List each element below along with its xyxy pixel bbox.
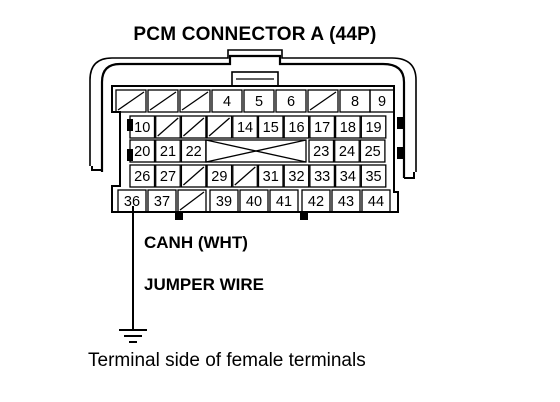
svg-text:35: 35 — [365, 169, 381, 185]
terminal-26: 26 — [129, 164, 156, 188]
empty-cavity — [180, 164, 207, 188]
svg-text:20: 20 — [134, 144, 150, 160]
terminal-25: 25 — [359, 139, 386, 163]
terminal-18: 18 — [334, 115, 361, 139]
svg-text:25: 25 — [365, 144, 381, 160]
svg-text:31: 31 — [263, 169, 279, 185]
blocked-cavity-area — [205, 139, 307, 163]
svg-text:26: 26 — [134, 169, 150, 185]
svg-text:6: 6 — [287, 94, 295, 110]
svg-text:29: 29 — [211, 169, 227, 185]
svg-text:15: 15 — [263, 120, 279, 136]
terminal-44: 44 — [361, 189, 391, 213]
svg-text:37: 37 — [154, 194, 170, 210]
terminal-21: 21 — [155, 139, 181, 163]
svg-text:9: 9 — [378, 94, 386, 110]
jumper-wire — [119, 206, 147, 343]
empty-cavity — [206, 115, 233, 139]
terminal-4: 4 — [211, 89, 243, 113]
empty-cavity — [177, 189, 207, 213]
empty-cavity — [147, 89, 179, 113]
svg-text:16: 16 — [288, 120, 304, 136]
svg-text:18: 18 — [340, 120, 356, 136]
terminal-23: 23 — [308, 139, 335, 163]
svg-text:10: 10 — [134, 120, 150, 136]
terminal-34: 34 — [334, 164, 361, 188]
svg-text:5: 5 — [255, 94, 263, 110]
terminal-16: 16 — [283, 115, 310, 139]
terminal-grid: 4 5 6 8 9 10 14 15 16 17 18 19 20 21 22 23 24 25 26 27 29 31 3… — [115, 89, 395, 213]
svg-text:44: 44 — [368, 194, 384, 210]
terminal-24: 24 — [334, 139, 360, 163]
svg-text:22: 22 — [186, 144, 202, 160]
terminal-20: 20 — [129, 139, 156, 163]
svg-text:33: 33 — [314, 169, 330, 185]
empty-cavity — [232, 164, 258, 188]
svg-text:4: 4 — [223, 94, 231, 110]
terminal-8: 8 — [339, 89, 371, 113]
terminal-9: 9 — [369, 89, 395, 113]
svg-text:32: 32 — [288, 169, 304, 185]
svg-text:36: 36 — [124, 194, 140, 210]
terminal-31: 31 — [257, 164, 284, 188]
terminal-37: 37 — [147, 189, 177, 213]
svg-text:24: 24 — [339, 144, 355, 160]
terminal-10: 10 — [129, 115, 156, 139]
connector-title: PCM CONNECTOR A (44P) — [133, 24, 377, 45]
svg-text:17: 17 — [314, 120, 330, 136]
svg-text:39: 39 — [216, 194, 232, 210]
svg-text:41: 41 — [276, 194, 292, 210]
ground-symbol-icon — [119, 329, 147, 343]
svg-text:40: 40 — [246, 194, 262, 210]
terminal-27: 27 — [155, 164, 181, 188]
empty-cavity — [307, 89, 339, 113]
terminal-29: 29 — [206, 164, 233, 188]
terminal-33: 33 — [309, 164, 336, 188]
terminal-32: 32 — [283, 164, 310, 188]
svg-text:21: 21 — [160, 144, 176, 160]
terminal-15: 15 — [257, 115, 284, 139]
svg-text:43: 43 — [338, 194, 354, 210]
svg-text:27: 27 — [160, 169, 176, 185]
svg-text:23: 23 — [313, 144, 329, 160]
terminal-35: 35 — [360, 164, 387, 188]
terminal-42: 42 — [301, 189, 331, 213]
diagram-caption: Terminal side of female terminals — [88, 350, 366, 371]
terminal-19: 19 — [360, 115, 387, 139]
terminal-14: 14 — [232, 115, 258, 139]
wire-color-label: CANH (WHT) — [144, 233, 248, 252]
svg-text:42: 42 — [308, 194, 324, 210]
terminal-39: 39 — [209, 189, 239, 213]
empty-cavity — [180, 115, 207, 139]
empty-cavity — [179, 89, 211, 113]
svg-text:8: 8 — [351, 94, 359, 110]
terminal-22: 22 — [180, 139, 207, 163]
svg-text:34: 34 — [340, 169, 356, 185]
terminal-40: 40 — [239, 189, 269, 213]
terminal-41: 41 — [269, 189, 299, 213]
terminal-6: 6 — [275, 89, 307, 113]
jumper-wire-label: JUMPER WIRE — [144, 275, 264, 294]
terminal-17: 17 — [309, 115, 336, 139]
svg-text:19: 19 — [365, 120, 381, 136]
terminal-43: 43 — [331, 189, 361, 213]
empty-cavity — [115, 89, 147, 113]
empty-cavity — [155, 115, 181, 139]
terminal-5: 5 — [243, 89, 275, 113]
svg-text:14: 14 — [237, 120, 253, 136]
